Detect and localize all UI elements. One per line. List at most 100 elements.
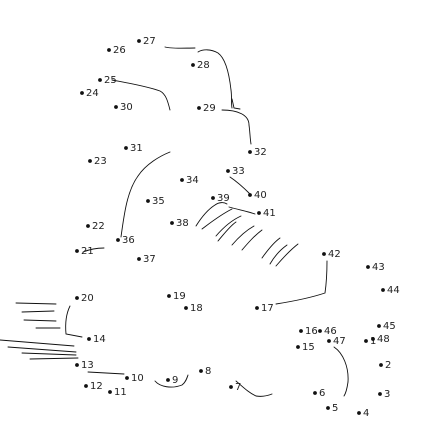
dot-number-label: 5: [332, 403, 338, 414]
dot-number-label: 45: [383, 321, 396, 332]
dot-marker: [357, 411, 361, 415]
outline-stroke: [87, 371, 125, 375]
dot-number-label: 15: [302, 342, 315, 353]
puzzle-dot-8: 8: [199, 366, 211, 377]
dot-number-label: 41: [263, 208, 276, 219]
numbered-dots: 1234567891011121314151617181920212223242…: [75, 36, 400, 419]
dot-number-label: 38: [176, 218, 189, 229]
dot-number-label: 29: [203, 103, 216, 114]
dot-marker: [167, 294, 171, 298]
puzzle-dot-35: 35: [146, 196, 165, 207]
outline-stroke: [235, 380, 273, 397]
dot-number-label: 32: [254, 147, 267, 158]
dot-marker: [146, 199, 150, 203]
dot-marker: [381, 288, 385, 292]
outline-stroke: [275, 260, 328, 305]
puzzle-dot-39: 39: [211, 193, 230, 204]
dot-marker: [211, 196, 215, 200]
dot-marker: [108, 390, 112, 394]
puzzle-dot-25: 25: [98, 75, 117, 86]
puzzle-dot-9: 9: [166, 375, 178, 386]
dot-marker: [87, 337, 91, 341]
dot-number-label: 31: [130, 143, 143, 154]
puzzle-dot-24: 24: [80, 88, 99, 99]
puzzle-dot-14: 14: [87, 334, 106, 345]
puzzle-dot-3: 3: [378, 389, 390, 400]
dot-marker: [184, 306, 188, 310]
dot-number-label: 37: [143, 254, 156, 265]
puzzle-dot-45: 45: [377, 321, 396, 332]
outline-stroke: [201, 208, 233, 230]
dot-marker: [248, 150, 252, 154]
dot-marker: [170, 221, 174, 225]
dot-number-label: 43: [372, 262, 385, 273]
dot-number-label: 12: [90, 381, 103, 392]
dot-number-label: 7: [235, 382, 241, 393]
puzzle-dot-33: 33: [226, 166, 245, 177]
dot-number-label: 30: [120, 102, 133, 113]
dot-marker: [199, 369, 203, 373]
puzzle-dot-26: 26: [107, 45, 126, 56]
outline-stroke: [23, 319, 57, 322]
dot-marker: [299, 329, 303, 333]
dot-number-label: 33: [232, 166, 245, 177]
puzzle-dot-28: 28: [191, 60, 210, 71]
dot-marker: [197, 106, 201, 110]
dot-number-label: 6: [319, 388, 325, 399]
dot-number-label: 26: [113, 45, 126, 56]
dot-marker: [80, 91, 84, 95]
outline-stroke: [215, 215, 242, 237]
outline-stroke: [261, 237, 281, 259]
outline-stroke: [154, 374, 189, 388]
puzzle-dot-6: 6: [313, 388, 325, 399]
dot-marker: [84, 384, 88, 388]
dot-marker: [116, 238, 120, 242]
dot-number-label: 23: [94, 156, 107, 167]
dot-number-label: 11: [114, 387, 127, 398]
dot-marker: [98, 78, 102, 82]
dot-marker: [378, 392, 382, 396]
dot-number-label: 46: [324, 326, 337, 337]
outline-stroke: [221, 109, 252, 145]
puzzle-dot-16: 16: [299, 326, 318, 337]
puzzle-dot-37: 37: [137, 254, 156, 265]
puzzle-dot-13: 13: [75, 360, 94, 371]
dot-marker: [255, 306, 259, 310]
puzzle-dot-47: 47: [327, 336, 346, 347]
dot-marker: [371, 337, 375, 341]
dot-marker: [75, 296, 79, 300]
dot-marker: [296, 345, 300, 349]
dot-number-label: 4: [363, 408, 369, 419]
puzzle-dot-5: 5: [326, 403, 338, 414]
puzzle-dot-7: 7: [229, 382, 241, 393]
dot-marker: [124, 146, 128, 150]
dot-number-label: 14: [93, 334, 106, 345]
puzzle-dot-15: 15: [296, 342, 315, 353]
dot-number-label: 9: [172, 375, 178, 386]
dot-number-label: 13: [81, 360, 94, 371]
outline-stroke: [0, 339, 75, 347]
dot-marker: [248, 193, 252, 197]
outline-stroke: [82, 247, 105, 253]
outline-stroke: [21, 352, 77, 356]
puzzle-dot-20: 20: [75, 293, 94, 304]
puzzle-dot-23: 23: [88, 156, 107, 167]
dot-marker: [114, 105, 118, 109]
puzzle-dot-1: 1: [364, 336, 376, 347]
dot-number-label: 39: [217, 193, 230, 204]
dot-marker: [137, 257, 141, 261]
puzzle-dot-11: 11: [108, 387, 127, 398]
drawn-outline-strokes: [0, 46, 349, 397]
dot-number-label: 48: [377, 334, 390, 345]
outline-stroke: [111, 79, 171, 111]
outline-stroke: [241, 229, 263, 251]
dot-marker: [75, 249, 79, 253]
puzzle-dot-29: 29: [197, 103, 216, 114]
dot-marker: [366, 265, 370, 269]
puzzle-dot-36: 36: [116, 235, 135, 246]
outline-stroke: [229, 176, 251, 195]
dot-marker: [166, 378, 170, 382]
dot-marker: [257, 211, 261, 215]
dot-marker: [137, 39, 141, 43]
dot-number-label: 42: [328, 249, 341, 260]
